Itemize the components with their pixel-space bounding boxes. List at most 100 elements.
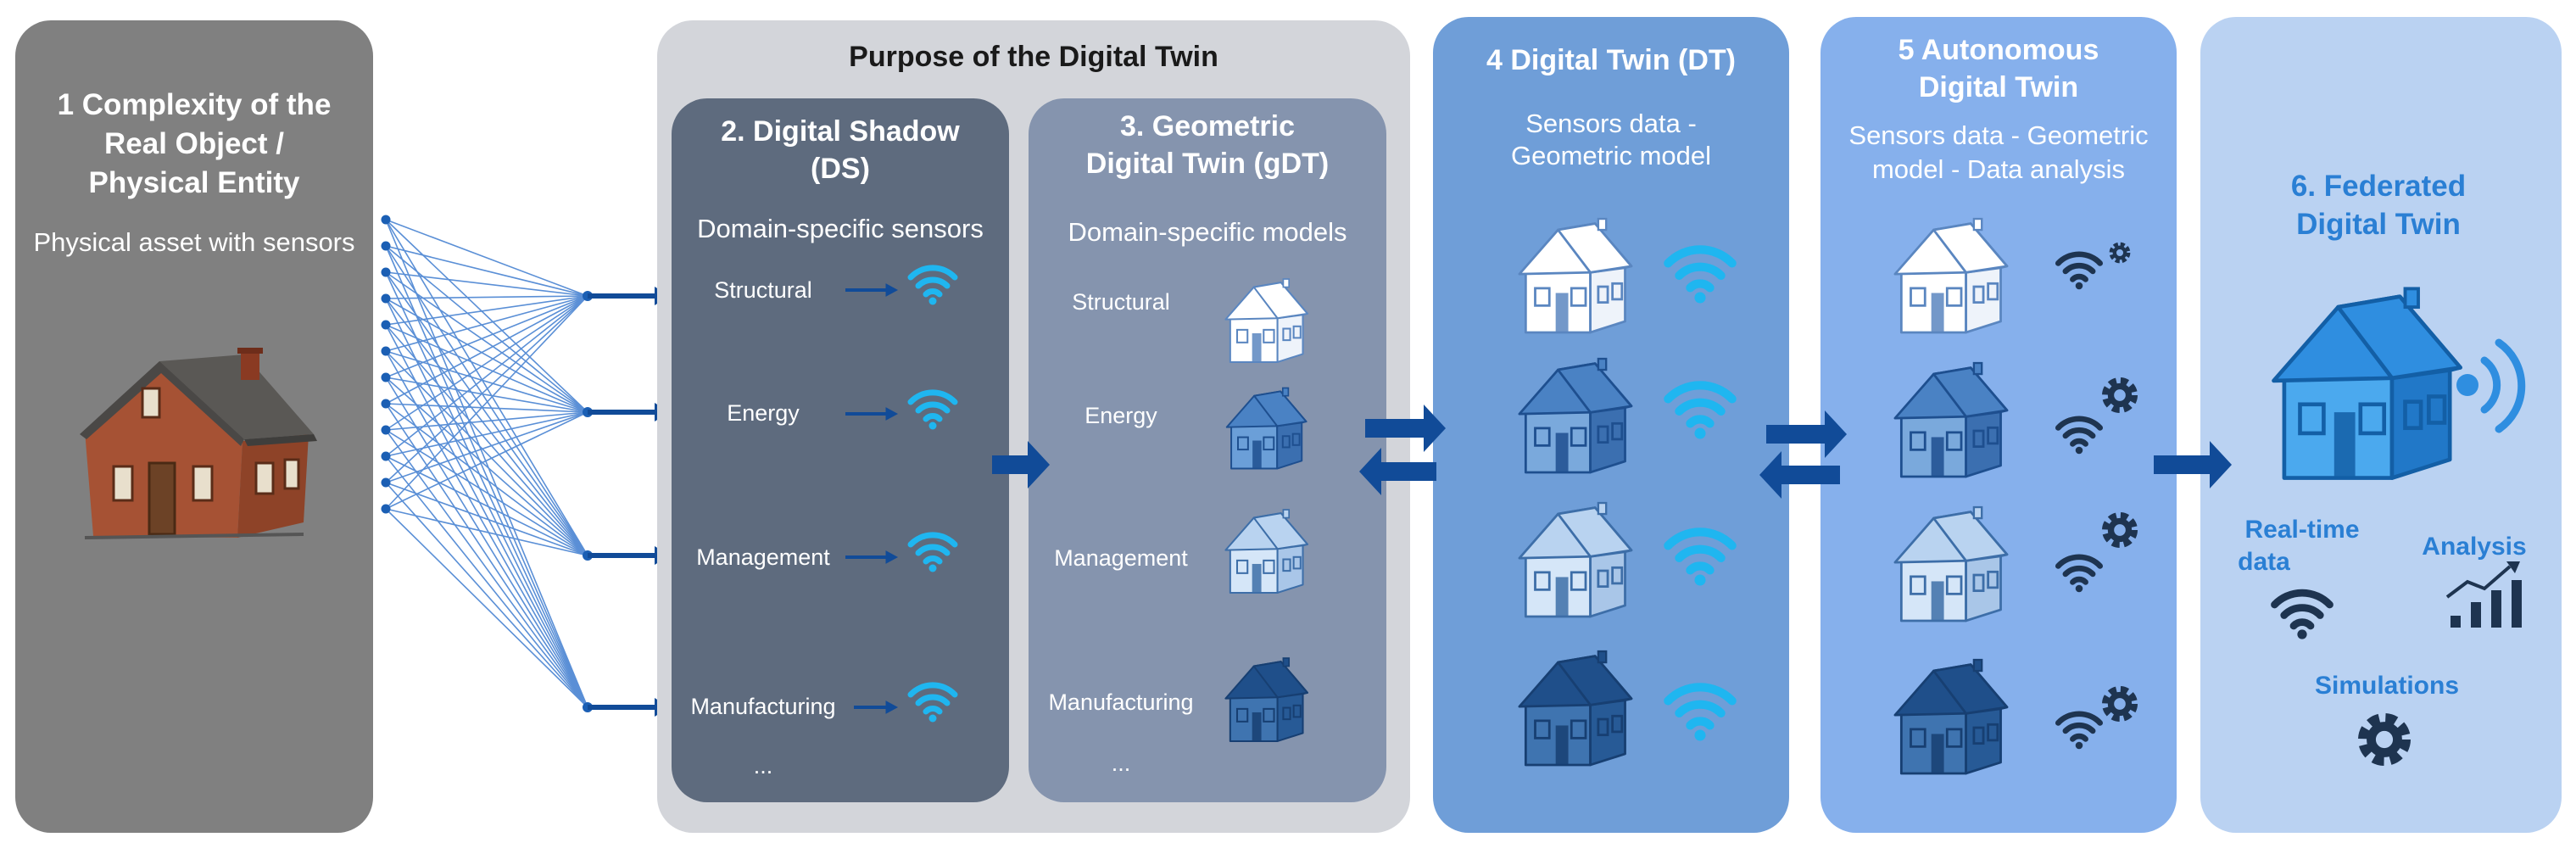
sensor-link: [385, 482, 588, 708]
gdt-item-structural: Structural: [1072, 289, 1170, 315]
house-icon: [1518, 217, 1633, 334]
house-icon: [1893, 217, 2009, 334]
arrow-icon: [1766, 410, 1847, 458]
bar-chart-icon: [2445, 561, 2522, 628]
adt-subtitle-line1: Sensors data - Geometric: [1848, 120, 2149, 150]
fdt-title-line2: Digital Twin: [2296, 208, 2461, 241]
sensor-node: [381, 504, 391, 514]
ds-item-energy: Energy: [727, 400, 800, 426]
signal-dot: [2456, 374, 2478, 396]
panel1-title-line3: Physical Entity: [88, 166, 300, 199]
sensor-link: [385, 377, 588, 708]
gear-icon: [2107, 517, 2132, 542]
gdt-more: ...: [1111, 751, 1131, 776]
sensor-node: [381, 267, 391, 277]
sensor-link: [385, 295, 588, 352]
sensor-link: [385, 411, 588, 510]
ds-title-line1: 2. Digital Shadow: [721, 115, 960, 148]
gear-icon: [2366, 721, 2402, 757]
wifi-icon: [2058, 714, 2099, 749]
sensor-link: [385, 271, 588, 708]
sensor-link: [385, 411, 588, 431]
sensor-link: [385, 295, 588, 378]
adt-title-line1: 5 Autonomous: [1898, 34, 2099, 66]
dt-subtitle-line1: Sensors data -: [1525, 109, 1697, 138]
sensor-link: [385, 295, 588, 510]
wifi-icon: [1668, 385, 1731, 438]
sensor-node: [381, 451, 391, 461]
fdt-analysis: Analysis: [2422, 533, 2527, 561]
sensor-link: [385, 219, 588, 708]
dt-title: 4 Digital Twin (DT): [1486, 44, 1736, 76]
house-icon: [1225, 387, 1308, 470]
sensor-node: [381, 399, 391, 409]
fdt-realtime-line2: data: [2238, 548, 2290, 576]
house-icon: [1224, 509, 1308, 594]
arrow-icon: [885, 701, 899, 714]
arrow-icon: [885, 407, 899, 421]
gdt-title-line1: 3. Geometric: [1120, 110, 1295, 142]
sensor-link: [385, 508, 588, 708]
purpose-title: Purpose of the Digital Twin: [849, 41, 1218, 73]
gdt-item-management: Management: [1054, 545, 1188, 571]
sensor-link: [385, 245, 588, 708]
house-icon: [2272, 287, 2462, 480]
house-icon: [1518, 357, 1633, 474]
house-icon: [1893, 361, 2009, 478]
house-icon: [1518, 650, 1633, 767]
fdt-realtime-line1: Real-time: [2244, 516, 2360, 544]
house-icon: [1518, 501, 1633, 618]
sensor-link: [385, 295, 588, 299]
sensor-link: [385, 298, 588, 708]
arrow-icon: [992, 441, 1050, 488]
sensor-link: [385, 482, 588, 556]
wifi-icon: [2058, 419, 2099, 454]
wifi-icon: [2058, 557, 2099, 592]
sensor-link: [385, 350, 588, 708]
sensor-link: [385, 403, 588, 413]
gdt-item-energy: Energy: [1084, 403, 1157, 428]
sensor-link: [385, 411, 588, 483]
gear-icon: [2107, 691, 2132, 716]
gdt-subtitle: Domain-specific models: [1068, 217, 1347, 247]
digital-shadow-panel: [672, 98, 1009, 802]
panel1-title-line1: 1 Complexity of the: [57, 88, 332, 121]
sensor-link: [385, 350, 588, 413]
sensor-link: [385, 324, 588, 708]
sensor-link: [385, 411, 588, 457]
sensor-link: [385, 295, 588, 457]
sensor-link: [385, 455, 588, 708]
sensor-link: [385, 271, 588, 413]
sensor-link: [385, 508, 588, 556]
sensor-link: [385, 245, 588, 413]
sensor-link: [385, 295, 588, 431]
panel1-subtitle: Physical asset with sensors: [33, 227, 355, 257]
adt-subtitle-line2: model - Data analysis: [1871, 154, 2126, 184]
fdt-simulations: Simulations: [2314, 672, 2460, 700]
fdt-title-line1: 6. Federated: [2290, 170, 2467, 203]
signal-arc: [2495, 338, 2526, 433]
wifi-icon: [1668, 249, 1731, 303]
arrow-icon: [1359, 448, 1436, 495]
ds-item-structural: Structural: [714, 277, 812, 303]
house-icon: [1893, 658, 2009, 775]
sensor-node: [381, 477, 391, 488]
ds-item-management: Management: [696, 544, 830, 570]
sensor-node: [381, 241, 391, 251]
sensor-node: [381, 293, 391, 304]
adt-title-line2: Digital Twin: [1918, 71, 2079, 103]
sensor-link: [385, 298, 588, 413]
brick-house-image: [80, 348, 317, 539]
sensor-node: [381, 425, 391, 435]
sensor-node: [381, 346, 391, 356]
wifi-icon: [1668, 687, 1731, 740]
sensor-link: [385, 429, 588, 708]
gdt-title-line2: Digital Twin (gDT): [1085, 148, 1330, 180]
arrow-icon: [1759, 451, 1840, 499]
sensor-link: [385, 295, 588, 326]
sensor-link: [385, 219, 588, 413]
wifi-icon: [1668, 532, 1731, 585]
wifi-icon: [2058, 254, 2099, 289]
